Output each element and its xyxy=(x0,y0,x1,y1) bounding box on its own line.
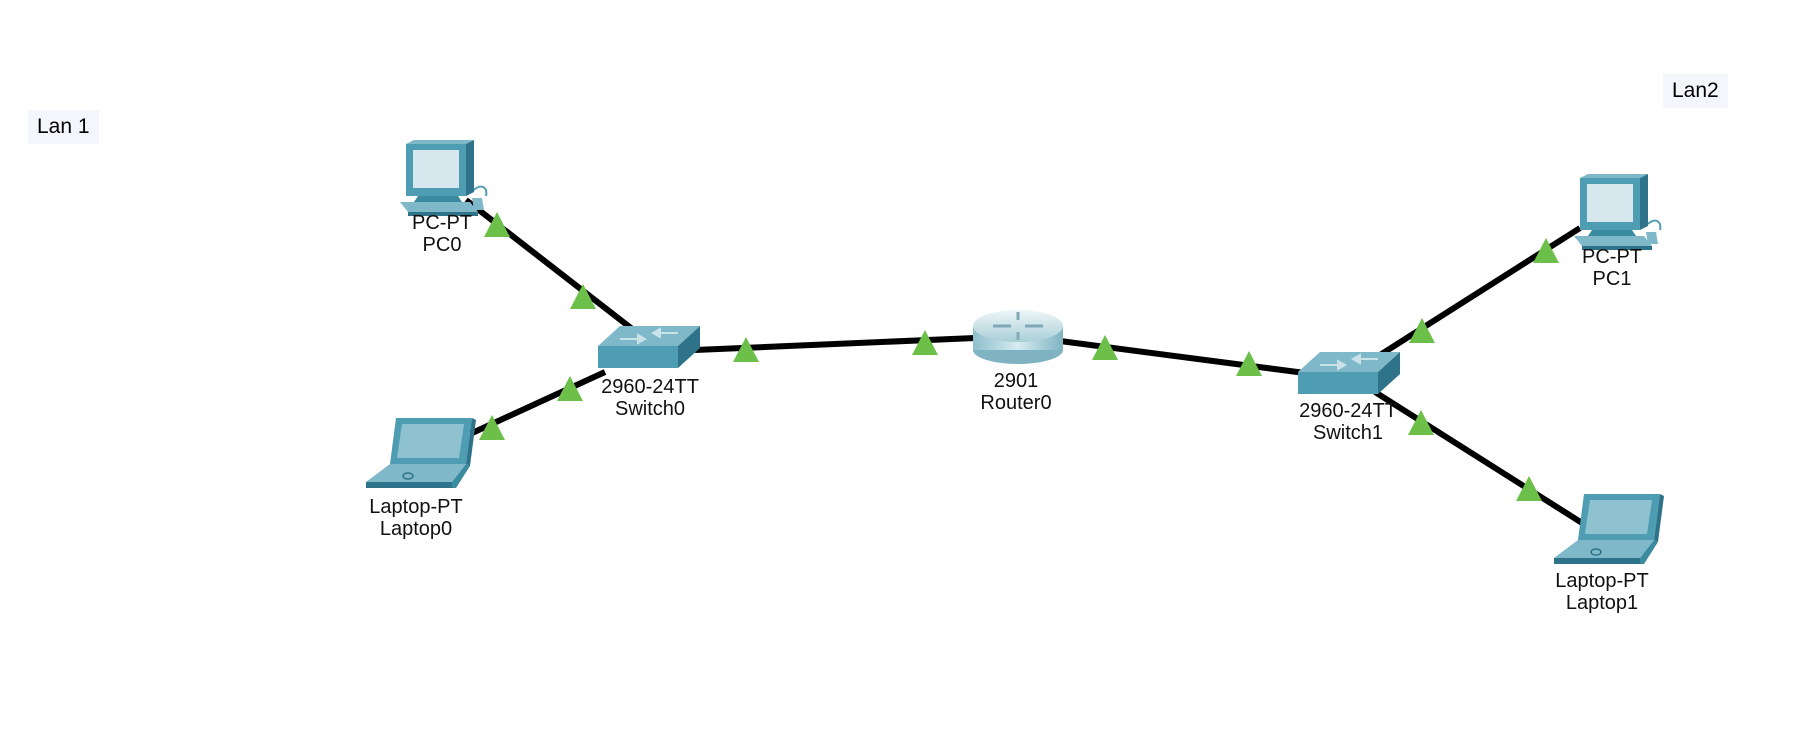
switch-icon xyxy=(598,326,700,368)
link-up-indicator xyxy=(1236,351,1262,376)
router0-name: Router0 xyxy=(980,392,1052,414)
router0-model: 2901 xyxy=(993,370,1039,392)
laptop-icon xyxy=(1554,494,1664,564)
link-up-indicator xyxy=(1516,476,1542,501)
laptop1-name: Laptop1 xyxy=(1565,592,1639,614)
link-up-indicator xyxy=(1409,318,1435,343)
label-switch1: 2960-24TT Switch1 xyxy=(1299,400,1397,444)
laptop1-model: Laptop-PT xyxy=(1555,570,1649,592)
device-router0[interactable] xyxy=(973,310,1063,364)
note-lan2[interactable]: Lan2 xyxy=(1663,74,1728,108)
link-up-indicator xyxy=(479,415,505,440)
pc1-name: PC1 xyxy=(1592,268,1632,290)
link-up-indicator xyxy=(1533,238,1559,263)
link-switch1-laptop1[interactable] xyxy=(1373,389,1592,531)
device-switch0[interactable] xyxy=(598,326,700,368)
link-up-indicator xyxy=(570,284,596,309)
switch1-name: Switch1 xyxy=(1312,422,1384,444)
link-up-indicator xyxy=(912,330,938,355)
device-pc1[interactable] xyxy=(1574,174,1662,250)
link-up-indicator xyxy=(557,376,583,401)
link-status-layer xyxy=(479,212,1559,501)
link-up-indicator xyxy=(484,212,510,237)
label-laptop1: Laptop-PT Laptop1 xyxy=(1555,570,1648,614)
label-pc0: PC-PT PC0 xyxy=(412,212,472,256)
device-laptop1[interactable] xyxy=(1554,494,1664,564)
note-lan1[interactable]: Lan 1 xyxy=(28,110,99,144)
device-pc0[interactable] xyxy=(400,140,488,216)
laptop-icon xyxy=(366,418,476,488)
laptop0-model: Laptop-PT xyxy=(369,496,463,518)
desktop-pc-icon xyxy=(400,140,488,216)
desktop-pc-icon xyxy=(1574,174,1662,250)
laptop0-name: Laptop0 xyxy=(379,518,453,540)
label-router0: 2901 Router0 xyxy=(980,370,1051,414)
device-switch1[interactable] xyxy=(1298,352,1400,394)
label-laptop0: Laptop-PT Laptop0 xyxy=(369,496,462,540)
pc0-name: PC0 xyxy=(422,234,462,256)
link-up-indicator xyxy=(1092,335,1118,360)
label-pc1: PC-PT PC1 xyxy=(1582,246,1642,290)
link-up-indicator xyxy=(1408,410,1434,435)
device-laptop0[interactable] xyxy=(366,418,476,488)
switch0-name: Switch0 xyxy=(614,398,686,420)
link-up-indicator xyxy=(733,337,759,362)
switch-icon xyxy=(1298,352,1400,394)
router-icon xyxy=(973,310,1063,364)
pc0-model: PC-PT xyxy=(412,212,472,234)
pc1-model: PC-PT xyxy=(1582,246,1642,268)
switch1-model: 2960-24TT xyxy=(1299,400,1397,422)
link-pc0-switch0[interactable] xyxy=(464,197,642,338)
switch0-model: 2960-24TT xyxy=(601,376,699,398)
label-switch0: 2960-24TT Switch0 xyxy=(601,376,699,420)
